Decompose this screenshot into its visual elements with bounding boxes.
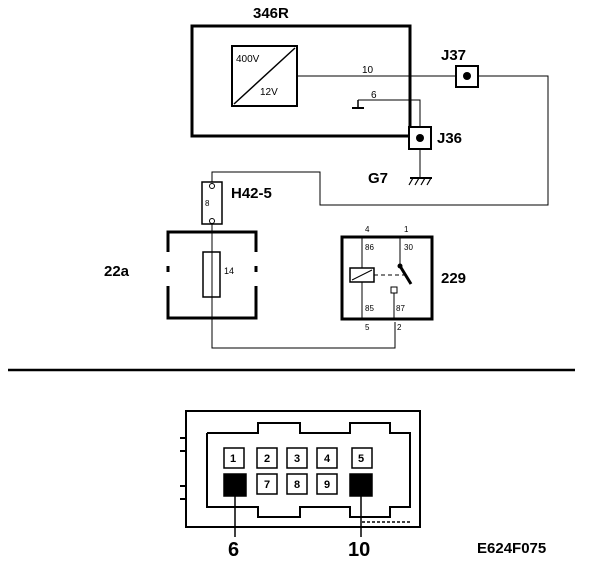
connector-face: 1 2 3 4 5 7 8 9	[180, 410, 421, 561]
connector-h42-label: H42-5	[231, 185, 272, 202]
callout-6: 6	[228, 539, 239, 561]
ground-g7-label: G7	[368, 170, 388, 187]
junction-j36-label: J36	[437, 130, 462, 147]
pin-cell-7: 7	[256, 473, 278, 495]
pin-cell-3: 3	[286, 447, 308, 469]
svg-text:2: 2	[264, 453, 270, 465]
svg-text:8: 8	[294, 479, 300, 491]
junction-j36: J36	[408, 126, 462, 150]
callout-10: 10	[348, 539, 370, 561]
wire-j37-to-h42	[211, 75, 549, 206]
junction-j37-label: J37	[441, 47, 466, 64]
relay-terminal-87: 87	[396, 304, 405, 313]
pin-cell-1: 1	[223, 447, 245, 469]
svg-text:5: 5	[358, 453, 364, 465]
fuse-box-label: 22a	[104, 263, 130, 280]
relay-pin-1: 1	[404, 225, 409, 234]
figure-code: E624F075	[477, 540, 546, 557]
pin-cell-9: 9	[316, 473, 338, 495]
relay-pin-2: 2	[397, 323, 402, 332]
relay-229: 4 1 86 30 85 87 5 2 229	[340, 225, 466, 332]
wire-fuse-to-relay	[211, 297, 396, 349]
wire-6	[358, 99, 421, 130]
pin-cell-2: 2	[256, 447, 278, 469]
relay-pin-4: 4	[365, 225, 370, 234]
pin-cell-6-filled	[223, 473, 247, 497]
relay-pin-5: 5	[365, 323, 370, 332]
svg-text:3: 3	[294, 453, 300, 465]
svg-text:7: 7	[264, 479, 270, 491]
junction-j37: J37	[441, 47, 479, 88]
svg-text:9: 9	[324, 479, 330, 491]
relay-terminal-85: 85	[365, 304, 374, 313]
converter-output-voltage: 12V	[260, 87, 278, 98]
connector-h42-5: 8 H42-5	[201, 181, 272, 225]
pin-cell-8: 8	[286, 473, 308, 495]
converter-346r: 346R 400V 12V	[190, 5, 412, 138]
relay-terminal-86: 86	[365, 243, 374, 252]
converter-ground-symbol	[352, 100, 364, 109]
svg-text:1: 1	[230, 453, 236, 465]
wire-6-label: 6	[371, 90, 377, 101]
pin-cell-5: 5	[351, 447, 373, 469]
connector-pin-label: 8	[205, 199, 210, 208]
pin-cell-10-filled	[349, 473, 373, 497]
wire-10-label: 10	[362, 65, 374, 76]
converter-label: 346R	[253, 5, 289, 22]
svg-text:4: 4	[324, 453, 331, 465]
relay-terminal-30: 30	[404, 243, 413, 252]
relay-label: 229	[441, 270, 466, 287]
fuse-box-22a: 14 22a	[104, 230, 258, 320]
converter-input-voltage: 400V	[236, 54, 260, 65]
ground-g7: G7	[368, 149, 432, 187]
fuse-number: 14	[224, 266, 234, 276]
pin-cell-4: 4	[316, 447, 338, 469]
